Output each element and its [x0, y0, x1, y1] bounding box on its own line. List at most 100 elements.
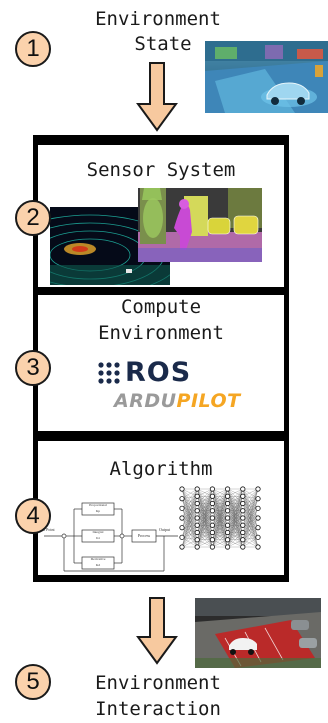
nn-connection [227, 488, 243, 540]
nn-neuron [179, 486, 185, 492]
nn-connection [242, 498, 259, 548]
nn-neuron [224, 537, 231, 543]
nn-connection [197, 488, 213, 548]
nn-neuron [224, 486, 231, 492]
pid-process-label: Process [137, 533, 151, 538]
nn-neuron [224, 500, 231, 507]
algorithm-panel: Algorithm [38, 441, 284, 575]
nn-connection [181, 527, 198, 548]
nn-neuron [179, 525, 185, 531]
nn-neuron [209, 486, 216, 492]
compute-environment-panel: Compute Environment ROS ARDU PILOT [38, 295, 284, 431]
nn-neuron [209, 500, 216, 507]
nn-neuron [240, 508, 246, 514]
nn-neuron [209, 515, 216, 521]
nn-neuron [209, 522, 216, 528]
nn-connection [181, 527, 198, 533]
nn-connection [227, 488, 243, 519]
nn-neuron [179, 544, 185, 550]
pid-ki-label: Ki [96, 536, 100, 540]
nn-connection [242, 517, 259, 533]
ardupilot-logo-ardu: ARDU [114, 390, 177, 412]
nn-neuron [194, 493, 200, 499]
nn-neuron [240, 537, 246, 543]
nn-connection [197, 525, 213, 548]
nn-connection [242, 508, 259, 533]
nn-connection [181, 517, 198, 548]
nn-connection [242, 532, 259, 548]
nn-neuron [179, 496, 185, 502]
nn-connection [181, 488, 198, 497]
nn-connection [227, 532, 243, 548]
sensor-system-panel: Sensor System [38, 145, 284, 287]
interaction-scene [195, 598, 321, 668]
nn-connection [197, 510, 213, 548]
nn-neuron [179, 515, 185, 521]
nn-connection [181, 488, 198, 528]
nn-connection [181, 488, 198, 519]
nn-neuron [224, 493, 231, 499]
nn-neuron [255, 534, 261, 540]
nn-neuron [255, 486, 261, 492]
nn-connection [181, 503, 198, 538]
nn-connection [181, 510, 198, 519]
nn-connection [181, 532, 198, 548]
nn-neuron [255, 525, 261, 531]
nn-neuron [209, 544, 216, 550]
step-5-label-line2: Interaction [95, 698, 221, 720]
nn-neuron [240, 544, 246, 550]
nn-connection [181, 510, 198, 528]
nn-connection [212, 488, 228, 540]
step-5-badge: 5 [15, 664, 51, 700]
step-5-label-line1: Environment [95, 672, 221, 694]
nn-neuron [194, 508, 200, 514]
nn-connection [227, 488, 243, 511]
nn-connection [197, 488, 213, 540]
pid-kd-label: Kd [95, 563, 101, 567]
nn-connection [181, 496, 198, 548]
nn-connection [181, 525, 198, 548]
nn-connection [212, 488, 228, 548]
step-3-badge: 3 [15, 350, 51, 386]
nn-connection [212, 496, 228, 548]
nn-connection [242, 488, 259, 526]
nn-neuron [224, 515, 231, 521]
nn-connection [242, 517, 259, 548]
nn-connection [242, 498, 259, 511]
nn-connection [242, 537, 259, 548]
ros-logo-text: ROS [125, 357, 192, 388]
nn-connection [181, 488, 198, 499]
pid-derivative-label: Derivative [90, 557, 106, 561]
nn-connection [212, 488, 228, 504]
nn-neuron [209, 537, 216, 543]
nn-connection [181, 498, 198, 511]
nn-connection [242, 488, 259, 509]
nn-connection [242, 525, 259, 548]
nn-neuron [255, 515, 261, 521]
nn-neuron [255, 496, 261, 502]
pid-setpoint-label: Set Point [40, 527, 55, 532]
nn-connection [181, 517, 198, 528]
nn-connection [227, 539, 243, 548]
nn-connection [227, 488, 243, 497]
step-1-label-line1: Environment [95, 8, 221, 30]
nn-neuron [224, 522, 231, 528]
neural-network-diagram [179, 486, 261, 550]
pid-output-label: Output [159, 527, 171, 532]
down-arrow-1 [136, 62, 178, 132]
nn-neuron [240, 522, 246, 528]
nn-connection [242, 525, 259, 538]
nn-connection [212, 488, 228, 519]
step-4-badge: 4 [15, 498, 51, 534]
segmentation-scene [138, 188, 262, 262]
nn-neuron [179, 534, 185, 540]
pid-kp-label: Kp [95, 509, 101, 513]
nn-connection [197, 488, 213, 504]
step-1-badge: 1 [15, 31, 51, 67]
nn-connection [242, 498, 259, 533]
nn-connection [197, 496, 213, 548]
nn-connection [242, 503, 259, 509]
nn-connection [242, 539, 259, 548]
nn-neuron [240, 486, 246, 492]
nn-connection [227, 496, 243, 548]
